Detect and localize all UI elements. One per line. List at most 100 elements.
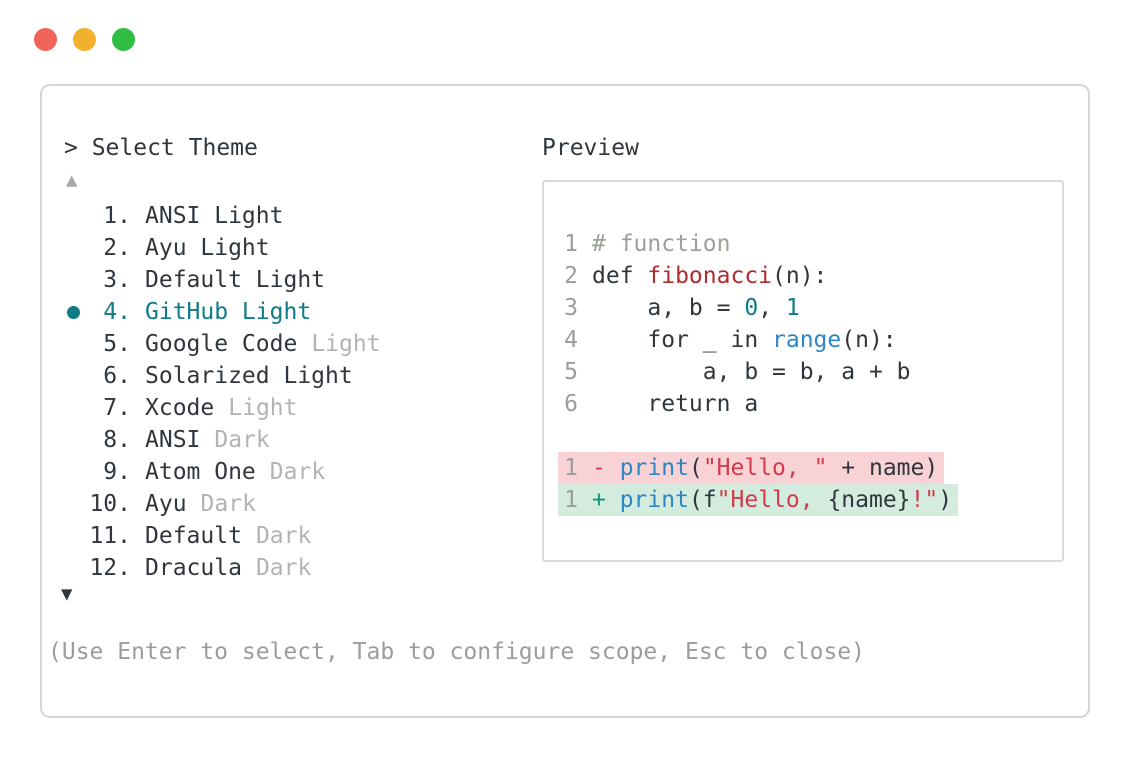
theme-name: Ayu — [145, 491, 187, 517]
code-token: def — [592, 263, 648, 289]
code-token: + — [592, 487, 620, 513]
code-token: !" — [910, 487, 939, 513]
theme-option[interactable]: 4.GitHub Light — [64, 296, 381, 328]
code-token: range — [772, 327, 842, 353]
code-token: , — [758, 295, 786, 321]
code-chip: 1 # function — [564, 228, 730, 260]
diff-removed-line: 1- print("Hello, " + name) — [558, 452, 945, 484]
code-token: a, b = b, a + b — [592, 359, 911, 385]
code-token: (n): — [841, 327, 897, 353]
code-line: 2 def fibonacci(n): — [564, 260, 1062, 292]
code-token: fibonacci — [647, 263, 773, 289]
theme-option[interactable]: 7. Xcode Light — [64, 392, 381, 424]
code-token: ) — [938, 487, 953, 513]
theme-name: Default Light — [145, 267, 326, 293]
theme-number: 11. — [89, 523, 131, 549]
line-number: 5 — [564, 359, 578, 385]
scroll-down-icon[interactable]: ▼ — [61, 583, 73, 605]
theme-number: 2. — [103, 235, 131, 261]
zoom-window-button[interactable] — [112, 28, 135, 51]
code-line: 1- print("Hello, " + name) — [558, 452, 1062, 484]
line-number: 6 — [564, 391, 578, 417]
theme-variant: Dark — [269, 459, 326, 485]
theme-name: Ayu Light — [145, 235, 270, 261]
code-chip: 6 return a — [564, 388, 758, 420]
line-number: 2 — [564, 263, 578, 289]
code-token: ( — [688, 455, 703, 481]
line-number: 1 — [564, 231, 578, 257]
code-token: "Hello, — [716, 487, 828, 513]
theme-list: 1. ANSI Light 2. Ayu Light 3. Default Light 4.… — [64, 200, 381, 584]
theme-name: Atom One — [145, 459, 256, 485]
theme-number: 1. — [103, 203, 131, 229]
line-number: 1 — [564, 455, 578, 481]
code-token: - — [592, 455, 620, 481]
code-line: 4 for _ in range(n): — [564, 324, 1062, 356]
code-line: 5 a, b = b, a + b — [564, 356, 1062, 388]
theme-option[interactable]: 5. Google Code Light — [64, 328, 381, 360]
theme-option[interactable]: 6. Solarized Light — [64, 360, 381, 392]
line-number: 1 — [564, 487, 578, 513]
theme-option[interactable]: 3. Default Light — [64, 264, 381, 296]
code-token: 1 — [785, 295, 800, 321]
preview-heading: Preview — [542, 135, 639, 161]
code-token: return a — [592, 391, 759, 417]
code-token: print — [619, 455, 689, 481]
minimize-window-button[interactable] — [73, 28, 96, 51]
line-number: 4 — [564, 327, 578, 353]
theme-number: 9. — [103, 459, 131, 485]
theme-variant: Light — [311, 331, 381, 357]
theme-number: 7. — [103, 395, 131, 421]
theme-number: 3. — [103, 267, 131, 293]
theme-variant: Light — [228, 395, 298, 421]
theme-name: Default — [145, 523, 242, 549]
theme-name: Google Code — [145, 331, 298, 357]
keyboard-hint: (Use Enter to select, Tab to configure s… — [48, 639, 865, 665]
theme-number: 8. — [103, 427, 131, 453]
code-line: 1 + print(f"Hello, {name}!") — [558, 484, 1062, 516]
select-theme-prompt: > Select Theme — [64, 135, 258, 161]
theme-option[interactable]: 1. ANSI Light — [64, 200, 381, 232]
theme-name: GitHub Light — [145, 299, 312, 325]
code-line: 3 a, b = 0, 1 — [564, 292, 1062, 324]
theme-number: 12. — [89, 555, 131, 581]
theme-variant: Dark — [255, 523, 312, 549]
code-chip: 3 a, b = 0, 1 — [564, 292, 800, 324]
code-token: a, b = — [592, 295, 745, 321]
theme-name: Solarized Light — [145, 363, 353, 389]
code-token: {name} — [827, 487, 911, 513]
close-window-button[interactable] — [34, 28, 57, 51]
diff-added-line: 1 + print(f"Hello, {name}!") — [558, 484, 959, 516]
code-chip: 4 for _ in range(n): — [564, 324, 897, 356]
code-token: # function — [592, 231, 731, 257]
theme-name: Xcode — [145, 395, 215, 421]
line-number: 3 — [564, 295, 578, 321]
theme-option[interactable]: 9. Atom One Dark — [64, 456, 381, 488]
theme-name: ANSI Light — [145, 203, 284, 229]
theme-name: ANSI — [145, 427, 201, 453]
theme-option[interactable]: 11. Default Dark — [64, 520, 381, 552]
scroll-up-icon[interactable]: ▲ — [66, 169, 78, 191]
code-token: + name) — [827, 455, 939, 481]
code-line: 6 return a — [564, 388, 1062, 420]
selected-bullet-icon — [64, 296, 89, 328]
code-chip: 2 def fibonacci(n): — [564, 260, 827, 292]
theme-variant: Dark — [214, 427, 270, 453]
code-token: (f — [688, 487, 717, 513]
code-token: (n): — [772, 263, 828, 289]
code-token: for _ in — [592, 327, 773, 353]
theme-option[interactable]: 2. Ayu Light — [64, 232, 381, 264]
theme-number: 10. — [89, 491, 131, 517]
code-token: print — [619, 487, 689, 513]
theme-number: 6. — [103, 363, 131, 389]
theme-number: 5. — [103, 331, 131, 357]
theme-variant: Dark — [255, 555, 312, 581]
theme-option[interactable]: 8. ANSI Dark — [64, 424, 381, 456]
code-token: "Hello, " — [702, 455, 828, 481]
code-token: 0 — [744, 295, 759, 321]
code-line: 1 # function — [564, 228, 1062, 260]
